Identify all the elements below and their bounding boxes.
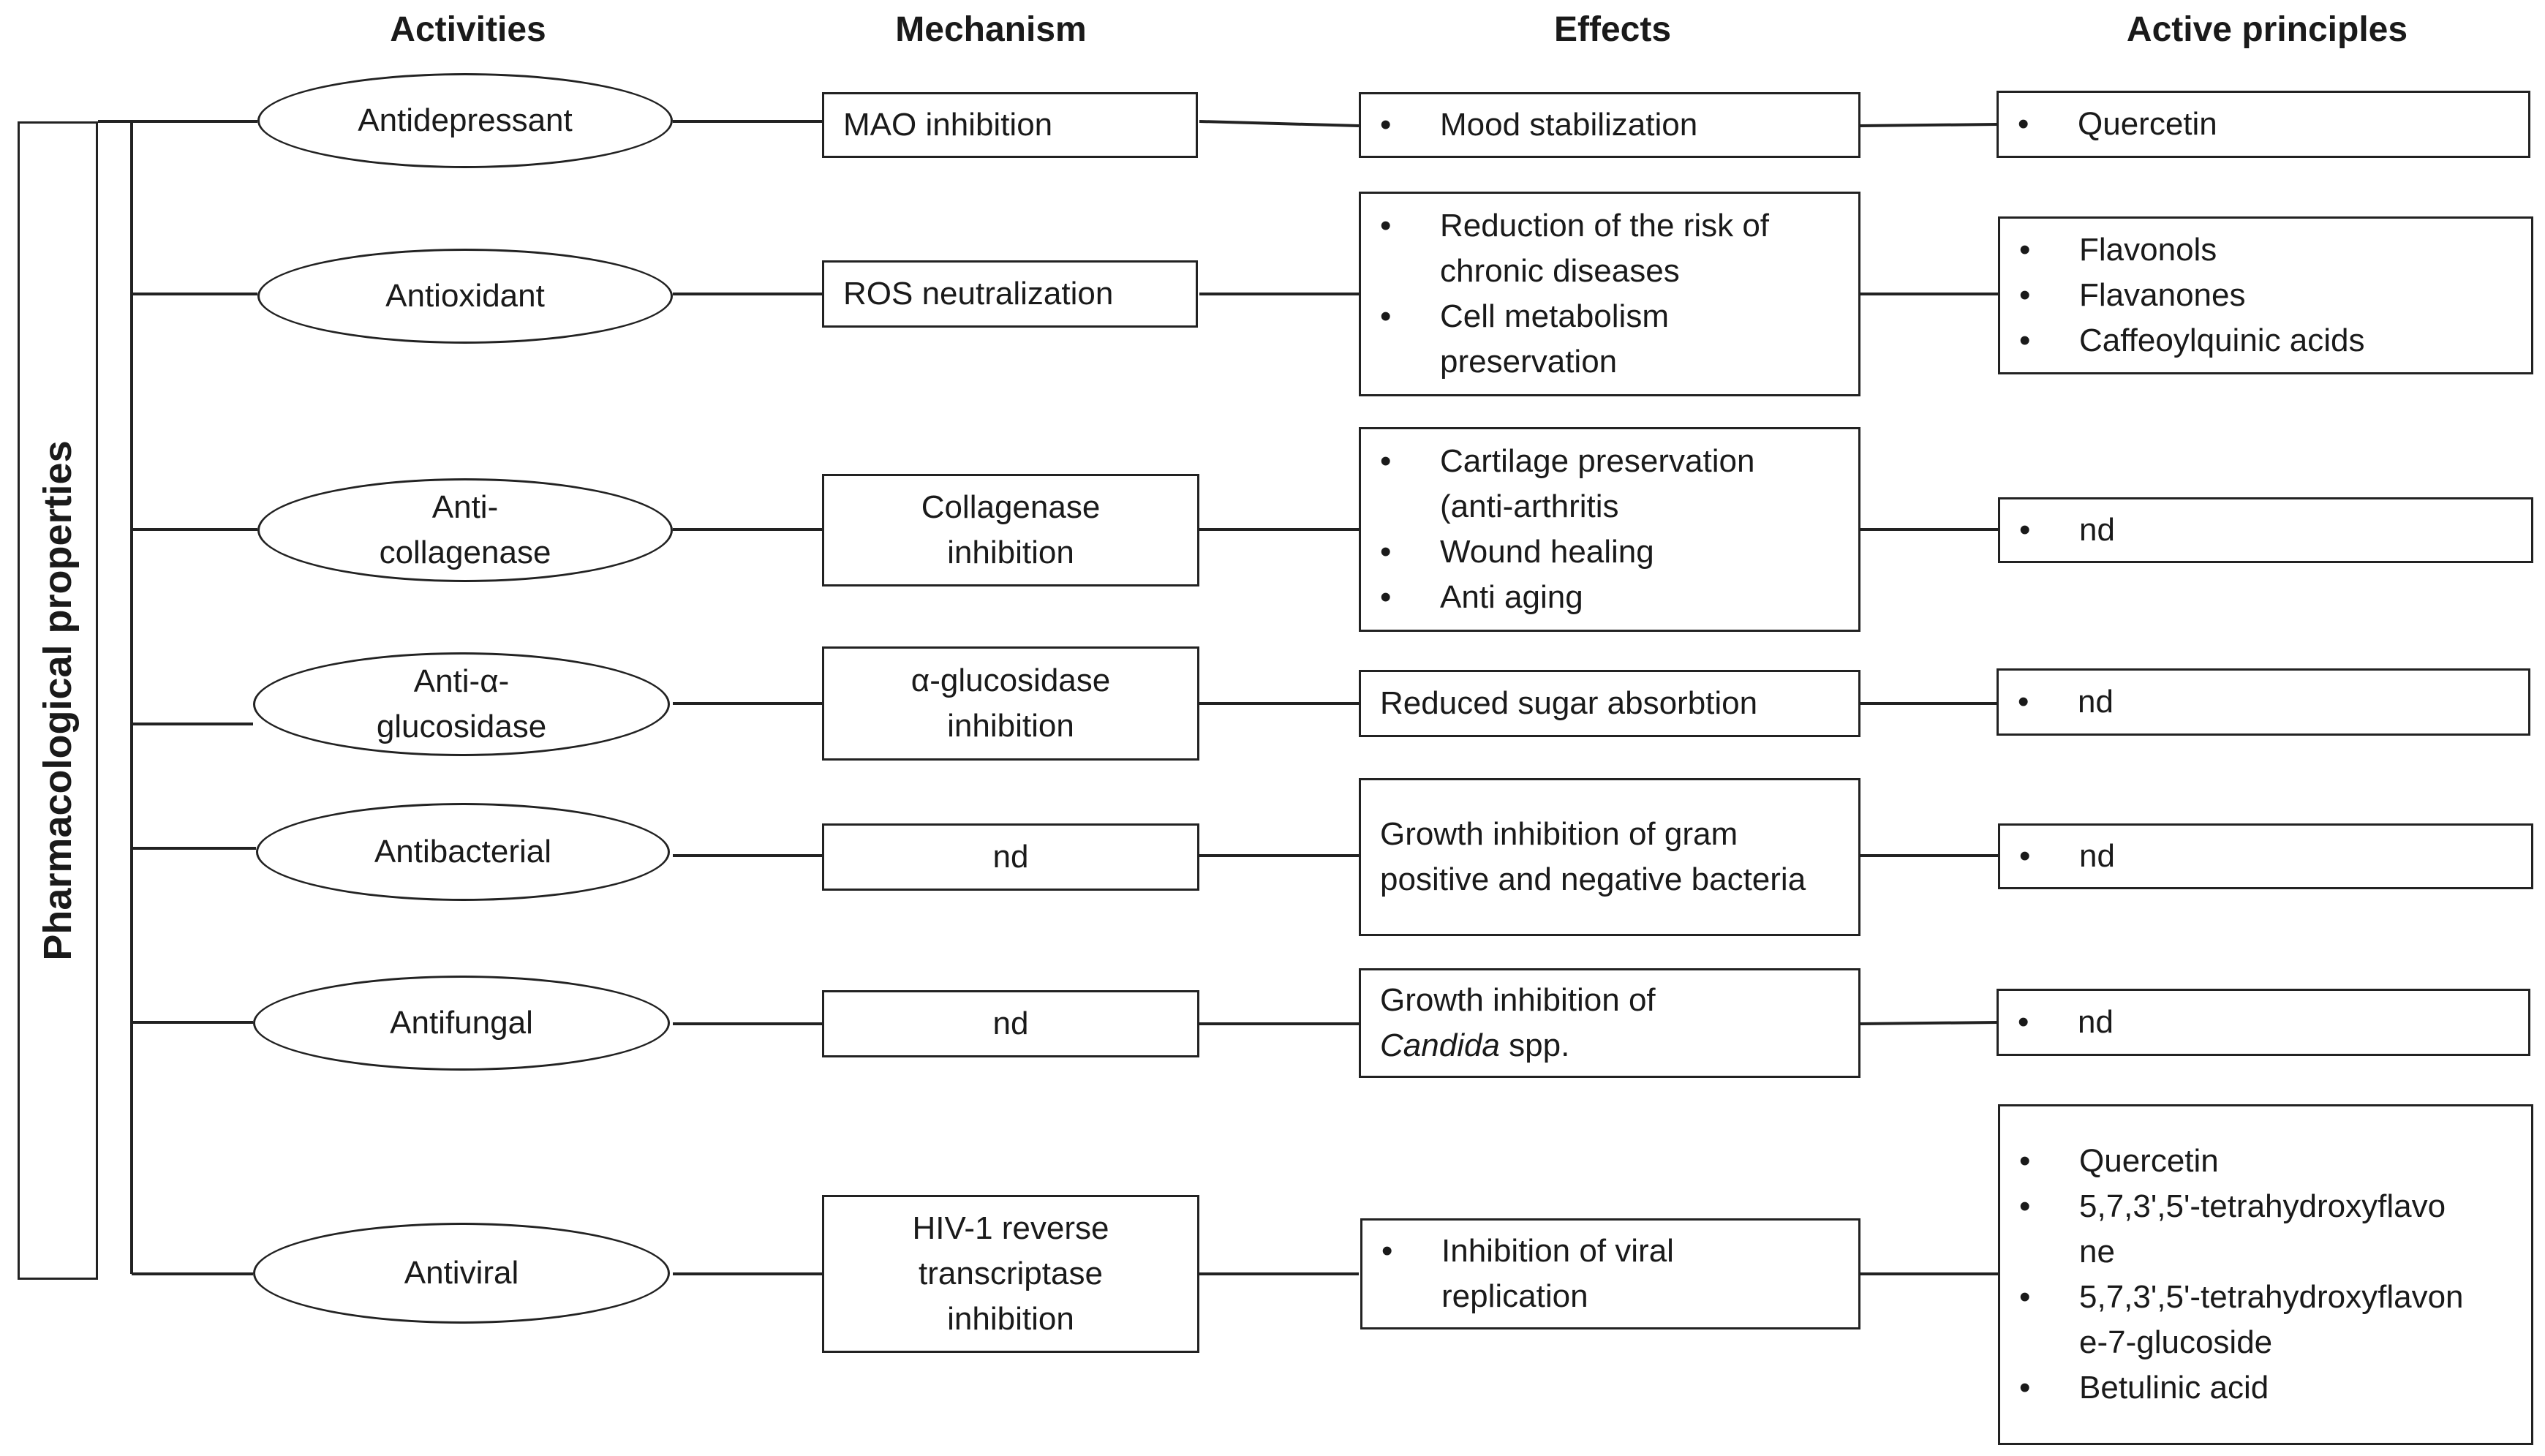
- principle-item: nd: [2018, 679, 2516, 725]
- effect-item: Inhibition of viral replication: [1381, 1229, 1763, 1319]
- principle-item: nd: [2019, 834, 2519, 879]
- principles-box-antifungal: nd: [1997, 989, 2530, 1056]
- mechanism-box-antifungal: nd: [822, 990, 1199, 1057]
- mechanism-box-collagenase: Collagenase inhibition: [822, 474, 1199, 586]
- activity-label: Antioxidant: [385, 278, 545, 314]
- principle-item: Flavanones: [2019, 273, 2519, 318]
- effect-item: Cell metabolism preservation: [1380, 294, 1847, 385]
- effect-text: Reduced sugar absorbtion: [1380, 685, 1758, 721]
- principles-box-quercetin: Quercetin: [1997, 91, 2530, 158]
- principles-box-antibacterial: nd: [1998, 823, 2533, 889]
- side-label-box: Pharmacological properties: [18, 121, 98, 1280]
- principle-item: Quercetin: [2018, 102, 2516, 147]
- effects-box-bacteria: Growth inhibition of gram positive and n…: [1359, 778, 1860, 936]
- effect-item: Reduction of the risk of chronic disease…: [1380, 203, 1847, 294]
- activity-label: Antibacterial: [374, 834, 552, 870]
- effects-box-sugar: Reduced sugar absorbtion: [1359, 670, 1860, 737]
- effect-text-line2: Candida spp.: [1380, 1023, 1847, 1068]
- mechanism-box-glucosidase: α-glucosidase inhibition: [822, 646, 1199, 761]
- effects-to-principles: [1860, 123, 1999, 127]
- principle-item: 5,7,3',5'-tetrahydroxyflavone-7-glucosid…: [2019, 1275, 2474, 1365]
- principles-box-glucosidase: nd: [1997, 668, 2530, 736]
- mechanism-label: α-glucosidase inhibition: [910, 663, 1111, 744]
- header-activities: Activities: [390, 10, 546, 49]
- mechanism-box-antibacterial: nd: [822, 823, 1199, 891]
- mechanism-label: MAO inhibition: [843, 107, 1053, 143]
- mechanism-box-mao: MAO inhibition: [822, 92, 1198, 158]
- mechanism-label: nd: [992, 839, 1029, 875]
- activity-label: Antidepressant: [358, 102, 573, 138]
- principle-item: nd: [2018, 1000, 2516, 1045]
- principle-item: Quercetin: [2019, 1139, 2519, 1184]
- activity-oval-anti-collagenase: Anti-collagenase: [257, 478, 673, 582]
- effects-box-candida: Growth inhibition of Candida spp.: [1359, 968, 1860, 1078]
- effect-text-line1: Growth inhibition of: [1380, 982, 1656, 1018]
- activity-label: Anti-α-glucosidase: [376, 663, 547, 744]
- activity-oval-antioxidant: Antioxidant: [257, 249, 673, 344]
- mechanism-box-ros: ROS neutralization: [822, 260, 1198, 328]
- principles-box-antiviral: Quercetin 5,7,3',5'-tetrahydroxyflavone …: [1998, 1104, 2533, 1445]
- effect-text: Growth inhibition of gram positive and n…: [1380, 816, 1806, 897]
- mechanism-box-hiv: HIV-1 reverse transcriptase inhibition: [822, 1195, 1199, 1353]
- mechanism-label: Collagenase inhibition: [921, 489, 1101, 570]
- effect-item: Wound healing: [1380, 529, 1847, 575]
- header-mechanism: Mechanism: [895, 10, 1087, 49]
- mechanism-label: ROS neutralization: [843, 276, 1114, 312]
- header-effects: Effects: [1553, 10, 1672, 49]
- activity-oval-antifungal: Antifungal: [253, 976, 670, 1071]
- activity-oval-antidepressant: Antidepressant: [257, 73, 673, 168]
- effect-item: Mood stabilization: [1380, 102, 1847, 148]
- activity-label: Antifungal: [390, 1005, 533, 1041]
- principles-box-antioxidant: Flavonols Flavanones Caffeoylquinic acid…: [1998, 216, 2533, 374]
- effects-box-antioxidant: Reduction of the risk of chronic disease…: [1359, 192, 1860, 396]
- effect-text-suffix: spp.: [1499, 1027, 1570, 1063]
- principle-item: 5,7,3',5'-tetrahydroxyflavone: [2019, 1184, 2459, 1275]
- side-label: Pharmacological properties: [36, 440, 80, 961]
- effect-text-italic: Candida: [1380, 1027, 1500, 1063]
- activity-oval-anti-glucosidase: Anti-α-glucosidase: [253, 652, 670, 756]
- effects-to-principles: [1860, 1021, 1999, 1025]
- principle-item: nd: [2019, 508, 2519, 553]
- header-active-principles: Active principles: [2126, 10, 2408, 49]
- mechanism-label: HIV-1 reverse transcriptase inhibition: [912, 1210, 1109, 1337]
- effects-box-viral: Inhibition of viral replication: [1360, 1218, 1860, 1329]
- effects-box-collagenase: Cartilage preservation (anti-arthritis W…: [1359, 427, 1860, 632]
- activity-label: Antiviral: [404, 1255, 519, 1291]
- principle-item: Flavonols: [2019, 227, 2519, 273]
- effect-item: Cartilage preservation (anti-arthritis: [1380, 439, 1820, 529]
- effect-item: Anti aging: [1380, 575, 1847, 620]
- principle-item: Betulinic acid: [2019, 1365, 2519, 1411]
- principles-box-collagenase: nd: [1998, 497, 2533, 563]
- mechanism-label: nd: [992, 1006, 1029, 1041]
- activity-oval-antibacterial: Antibacterial: [256, 803, 670, 901]
- mechanism-to-effects: [1199, 120, 1360, 127]
- activity-label: Anti-collagenase: [379, 489, 551, 570]
- activity-oval-antiviral: Antiviral: [253, 1223, 670, 1324]
- effects-box-mood: Mood stabilization: [1359, 92, 1860, 158]
- principle-item: Caffeoylquinic acids: [2019, 318, 2519, 363]
